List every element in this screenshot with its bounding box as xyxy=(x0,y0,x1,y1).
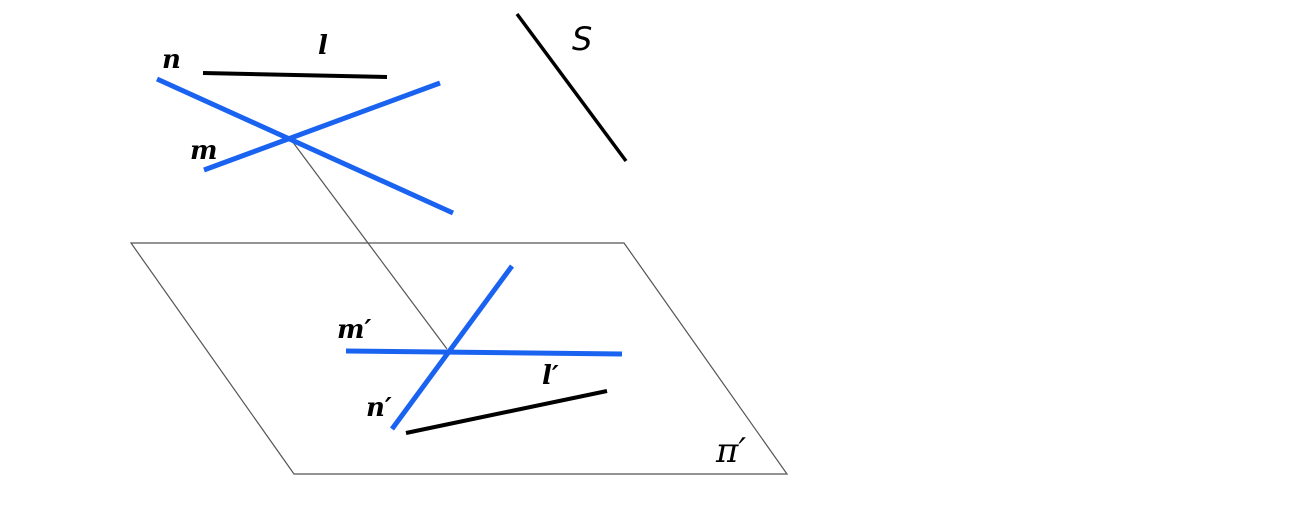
projection-ray xyxy=(288,136,448,350)
label-m: m xyxy=(190,136,218,166)
label-n: n xyxy=(162,45,181,75)
line-l xyxy=(202,71,388,79)
label-s: S xyxy=(572,20,592,58)
label-l: l xyxy=(318,31,328,61)
direction-s xyxy=(515,12,628,163)
label-l-prime: l′ xyxy=(542,361,559,391)
label-pi-prime: π′ xyxy=(715,431,746,471)
label-m-prime: m′ xyxy=(337,315,372,345)
plane-pi-prime xyxy=(129,242,789,475)
label-n-prime: n′ xyxy=(366,393,392,423)
line-l-prime xyxy=(405,389,608,435)
line-n xyxy=(155,76,455,216)
line-m xyxy=(203,80,441,173)
line-m-prime xyxy=(345,348,623,357)
line-n-prime xyxy=(389,264,515,431)
